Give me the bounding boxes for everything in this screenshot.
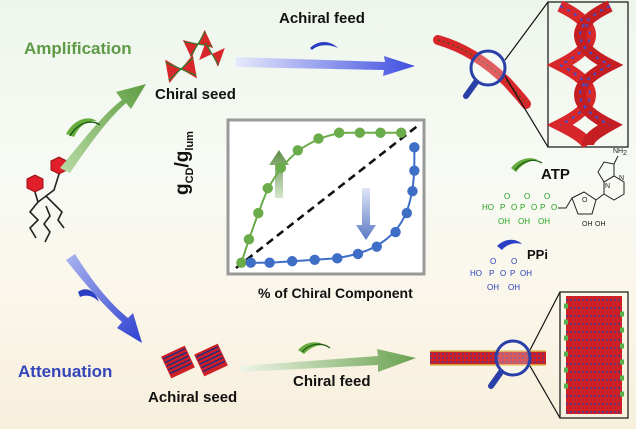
magnifier-handle-icon xyxy=(463,79,479,99)
series-1-point-1 xyxy=(264,257,275,268)
attenuation-trend-arrow xyxy=(356,188,376,240)
svg-text:P: P xyxy=(500,203,505,212)
series-1-point-7 xyxy=(390,226,401,238)
helix-zoom-box xyxy=(547,1,629,148)
chiral-seed-icon xyxy=(165,29,225,84)
stacked-assembly-zoom xyxy=(564,296,624,414)
svg-text:OH: OH xyxy=(520,269,532,278)
ppi-feed-icon-top xyxy=(310,42,338,50)
svg-text:O: O xyxy=(500,269,506,278)
series-1-point-10 xyxy=(409,165,420,176)
double-helix-zoom xyxy=(546,0,624,149)
svg-text:N: N xyxy=(619,175,624,182)
svg-text:OH: OH xyxy=(487,283,499,292)
chiral-growth-arrow xyxy=(236,56,415,76)
svg-text:OH: OH xyxy=(518,217,530,226)
amplification-arrow xyxy=(60,84,146,173)
series-1-point-3 xyxy=(309,254,320,265)
achiral-seed-label: Achiral seed xyxy=(148,389,238,406)
svg-text:O: O xyxy=(511,203,517,212)
svg-text:OH: OH xyxy=(582,221,593,228)
stack-zoom-box xyxy=(559,291,629,419)
attenuation-label: Attenuation xyxy=(18,362,113,381)
series-1-point-6 xyxy=(371,241,382,252)
svg-text:OH: OH xyxy=(595,221,606,228)
ppi-label: PPi xyxy=(527,247,548,262)
series-0-point-2 xyxy=(253,207,264,219)
series-0-point-1 xyxy=(243,234,255,245)
svg-text:P: P xyxy=(540,203,545,212)
amplification-trend-arrow xyxy=(269,150,289,198)
straight-fiber-icon xyxy=(430,350,546,366)
chiral-feed-label: Chiral feed xyxy=(293,373,371,390)
svg-text:O: O xyxy=(490,257,496,266)
series-0-point-4 xyxy=(275,162,287,173)
svg-text:O: O xyxy=(504,192,510,201)
amplification-label: Amplification xyxy=(24,39,132,58)
magnifier-lens-icon xyxy=(469,49,507,87)
svg-text:2: 2 xyxy=(623,150,627,157)
series-0-point-9 xyxy=(375,127,386,138)
svg-text:OH: OH xyxy=(538,217,550,226)
series-1-point-2 xyxy=(286,256,298,267)
y-axis-label: gCD/glum xyxy=(172,131,196,195)
series-1-point-11 xyxy=(409,142,420,153)
series-1-point-5 xyxy=(352,248,364,260)
svg-text:NH: NH xyxy=(613,148,623,155)
series-0-point-5 xyxy=(292,145,303,156)
series-0-point-10 xyxy=(396,127,407,138)
svg-text:O: O xyxy=(544,192,550,201)
monomer-molecule-icon xyxy=(26,156,68,243)
series-1-point-0 xyxy=(245,257,256,268)
svg-text:HO: HO xyxy=(470,269,482,278)
series-1-point-4 xyxy=(332,253,343,264)
series-1-point-9 xyxy=(407,185,418,197)
achiral-feed-label: Achiral feed xyxy=(279,10,365,27)
svg-text:N: N xyxy=(605,183,610,190)
svg-text:O: O xyxy=(531,203,537,212)
svg-text:P: P xyxy=(510,269,515,278)
attenuation-arrow xyxy=(66,254,142,343)
svg-text:OH: OH xyxy=(498,217,510,226)
series-0-point-6 xyxy=(313,133,324,144)
atp-label: ATP xyxy=(541,166,570,183)
magnifier-lens-icon-bottom xyxy=(494,339,532,377)
series-0-point-8 xyxy=(354,127,366,138)
helical-fiber-icon xyxy=(433,35,531,109)
chiral-seed-label: Chiral seed xyxy=(155,86,236,103)
svg-text:O: O xyxy=(582,197,588,204)
achiral-growth-arrow xyxy=(240,349,416,372)
svg-text:O: O xyxy=(551,203,557,212)
series-0-point-7 xyxy=(333,127,345,138)
series-0-point-0 xyxy=(236,257,247,268)
svg-text:HO: HO xyxy=(482,203,494,212)
series-1-point-8 xyxy=(401,207,413,219)
svg-text:P: P xyxy=(520,203,525,212)
svg-text:P: P xyxy=(489,269,494,278)
svg-text:O: O xyxy=(524,192,530,201)
svg-text:OH: OH xyxy=(508,283,520,292)
atp-feed-icon-bottom xyxy=(298,342,326,354)
atp-feed-icon xyxy=(66,118,97,137)
series-0-point-3 xyxy=(262,183,273,194)
ppi-feed-icon xyxy=(78,289,99,302)
x-axis-label: % of Chiral Component xyxy=(258,285,413,301)
achiral-seed-icon xyxy=(161,343,228,379)
svg-text:O: O xyxy=(511,257,517,266)
magnifier-handle-icon-bottom xyxy=(488,369,504,389)
